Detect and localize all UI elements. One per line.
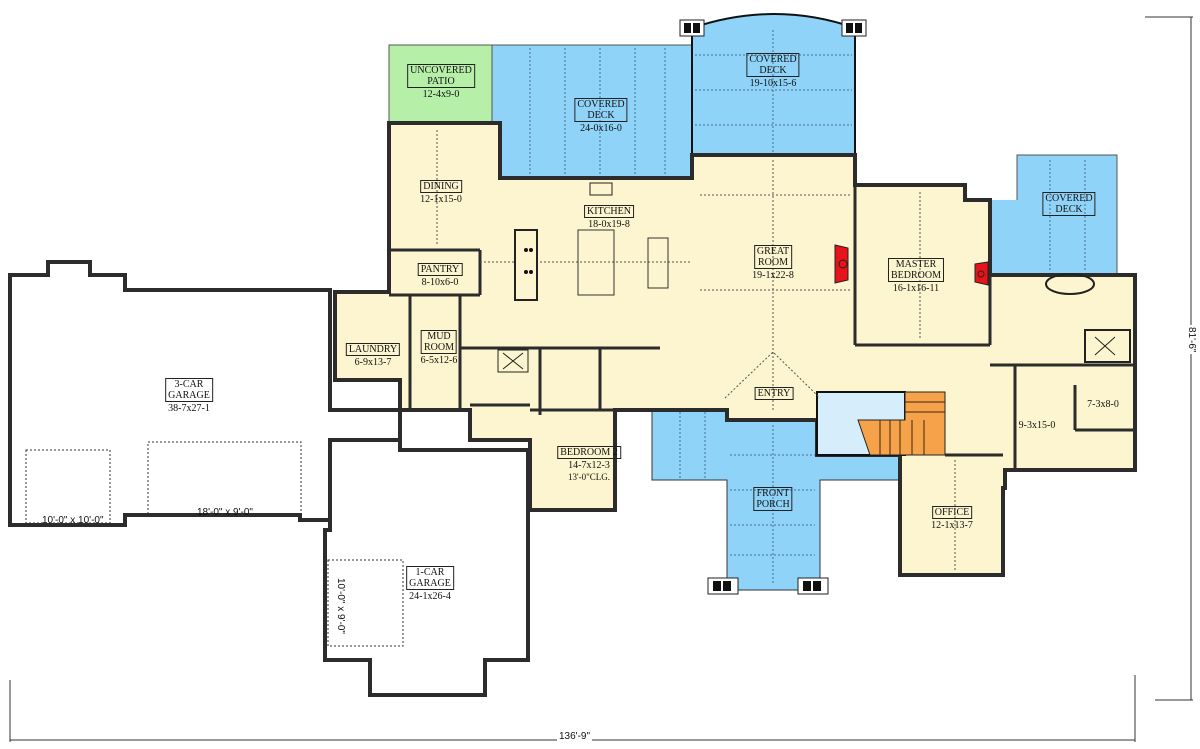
room-label-master-closet: 9-3x15-0: [1018, 420, 1056, 431]
kitchen-island: [577, 229, 615, 296]
garage-door-double: [147, 441, 302, 516]
room-label-pantry: PANTRY 8-10x6-0: [417, 263, 463, 288]
room-label-bedroom-2: BEDROOM 2 14-7x12-3 13'-0"CLG.: [557, 446, 621, 483]
garage-door-side: [327, 559, 404, 647]
kitchen-bar: [647, 237, 669, 289]
overall-width-label: 136'-9": [557, 731, 593, 742]
garage-door-double-label: 18'-0" x 9'-0": [197, 507, 253, 518]
garage-door-single: [25, 449, 111, 524]
room-label-office: OFFICE 12-1x13-7: [931, 506, 973, 531]
deck-column-left: [679, 19, 705, 37]
range: [514, 229, 538, 301]
shower-hall-bath: [497, 349, 529, 373]
room-label-master-closet-2: 7-3x8-0: [1087, 399, 1119, 410]
kitchen-sink: [589, 182, 613, 196]
room-label-laundry: LAUNDRY 6-9x13-7: [345, 343, 401, 368]
room-label-kitchen: KITCHEN 18-0x19-8: [584, 205, 634, 230]
bathtub: [1045, 273, 1095, 295]
room-label-entry: ENTRY: [754, 387, 794, 400]
garage-door-side-label: 10'-0" x 9'-0": [335, 578, 346, 634]
covered-deck-rear-area: [491, 44, 693, 179]
shower: [1084, 329, 1131, 363]
fireplace-master: [974, 261, 989, 286]
porch-column-right: [797, 577, 829, 595]
porch-column-left: [707, 577, 739, 595]
room-label-dining: DINING 12-1x15-0: [420, 180, 462, 205]
overall-depth-label: 81'-6": [1186, 325, 1197, 355]
fireplace-great-room: [834, 244, 849, 284]
deck-column-right: [841, 19, 867, 37]
one-car-garage-area: [323, 438, 530, 697]
garage-door-single-label: 10'-0" x 10'-0": [42, 515, 104, 526]
